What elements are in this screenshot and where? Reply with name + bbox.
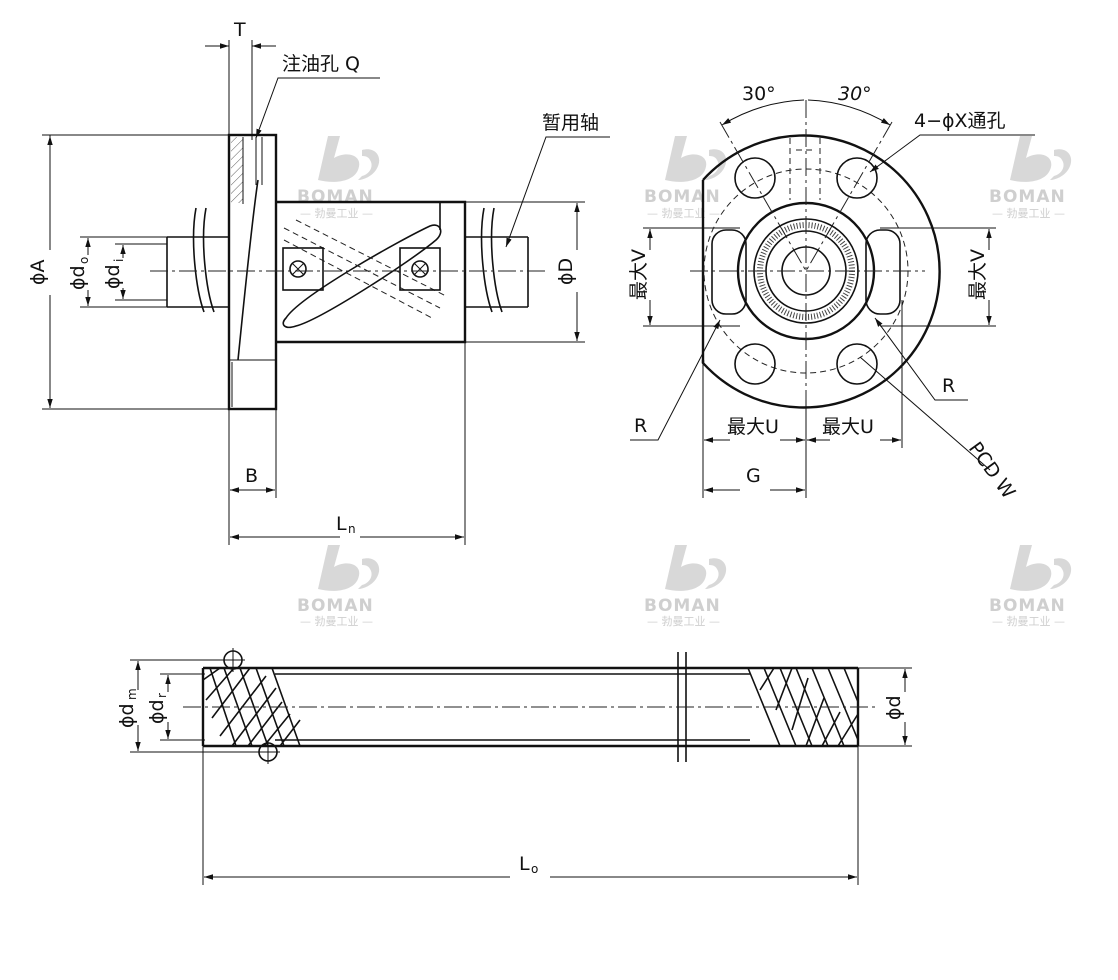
label-maxV-right: 最大V — [967, 249, 989, 300]
watermark-sub: — 勃曼工业 — — [647, 207, 720, 220]
label-angle-left: 30° — [742, 83, 776, 105]
label-Ln: L — [336, 513, 347, 535]
label-phiA: ϕA — [27, 259, 49, 285]
label-Lo-sub: o — [531, 862, 538, 876]
label-phid: ϕd — [883, 695, 905, 720]
label-oil-hole: 注油孔 Q — [282, 53, 360, 75]
watermark-sub: — 勃曼工业 — — [992, 207, 1065, 220]
label-phidi-sub: i — [112, 259, 126, 262]
label-phido-sub: o — [77, 257, 91, 264]
label-angle-right: 30° — [838, 83, 872, 105]
watermark-sub: — 勃曼工业 — — [992, 615, 1065, 628]
nut-front-view: 30° 30° 4−ϕX通孔 最大V 最大V R R 最大U 最大U — [628, 83, 1035, 503]
watermark-brand: BOMAN — [644, 187, 721, 207]
label-maxU-left: 最大U — [727, 416, 779, 438]
screw-shaft-view: ϕd m ϕd r ϕd L o — [116, 648, 912, 885]
watermark-1: BOMAN — 勃曼工业 — — [297, 136, 380, 220]
label-holes: 4−ϕX通孔 — [914, 110, 1006, 132]
label-phiD: ϕD — [555, 258, 577, 285]
label-maxU-right: 最大U — [822, 416, 874, 438]
label-temp-shaft: 暂用轴 — [542, 112, 599, 134]
label-phidr-sub: r — [155, 693, 169, 698]
watermark-brand: BOMAN — [989, 187, 1066, 207]
watermark-brand: BOMAN — [297, 187, 374, 207]
watermark-5: BOMAN — 勃曼工业 — — [644, 545, 727, 628]
watermark-brand: BOMAN — [297, 596, 374, 616]
watermark-4: BOMAN — 勃曼工业 — — [297, 545, 380, 628]
label-phidi: ϕd — [102, 264, 124, 289]
label-maxV-left: 最大V — [628, 249, 650, 300]
label-phidr: ϕd — [146, 699, 168, 724]
watermark-sub: — 勃曼工业 — — [300, 615, 373, 628]
watermark-6: BOMAN — 勃曼工业 — — [989, 545, 1072, 628]
label-phido: ϕd — [67, 265, 89, 290]
label-R-right: R — [942, 375, 955, 397]
watermark-brand: BOMAN — [644, 596, 721, 616]
watermark-brand: BOMAN — [989, 596, 1066, 616]
watermark-2: BOMAN — 勃曼工业 — — [644, 136, 727, 220]
label-Lo: L — [519, 853, 530, 875]
label-phidm: ϕd — [116, 703, 138, 728]
watermark-sub: — 勃曼工业 — — [300, 207, 373, 220]
label-Ln-sub: n — [348, 522, 356, 536]
label-R-left: R — [634, 415, 647, 437]
label-B: B — [245, 465, 258, 487]
label-T: T — [233, 19, 246, 41]
nut-side-view: T 注油孔 Q 暂用轴 ϕA ϕd o ϕd i ϕD — [27, 19, 610, 545]
watermark-sub: — 勃曼工业 — — [647, 615, 720, 628]
label-phidm-sub: m — [125, 688, 139, 700]
label-PCDW: PCD W — [964, 438, 1020, 503]
watermark-3: BOMAN — 勃曼工业 — — [989, 136, 1072, 220]
label-G: G — [746, 465, 761, 487]
